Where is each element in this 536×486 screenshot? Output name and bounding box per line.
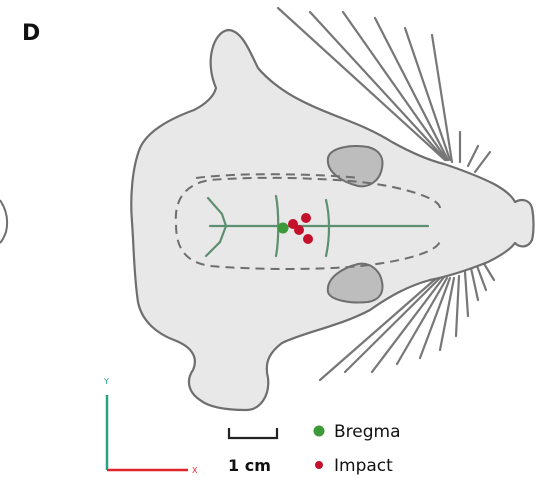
x-axis-label: X — [192, 466, 198, 475]
legend-impact-label: Impact — [334, 456, 393, 476]
bregma-marker — [278, 223, 289, 234]
impact-marker — [294, 225, 304, 235]
scale-bar: 1 cm — [228, 428, 277, 475]
coordinate-axes: Y X — [103, 377, 198, 475]
scale-bar-line — [229, 428, 277, 438]
legend-impact-swatch — [315, 461, 323, 469]
impact-marker — [303, 234, 313, 244]
legend-bregma-label: Bregma — [334, 422, 401, 442]
skull-outline — [131, 30, 533, 410]
impact-marker — [301, 213, 311, 223]
adjacent-panel-edge — [0, 200, 7, 243]
panel-letter: D — [22, 21, 40, 46]
legend: Bregma Impact — [314, 422, 401, 476]
legend-bregma-swatch — [314, 426, 325, 437]
y-axis-label: Y — [103, 377, 109, 386]
scale-bar-label: 1 cm — [228, 456, 271, 475]
